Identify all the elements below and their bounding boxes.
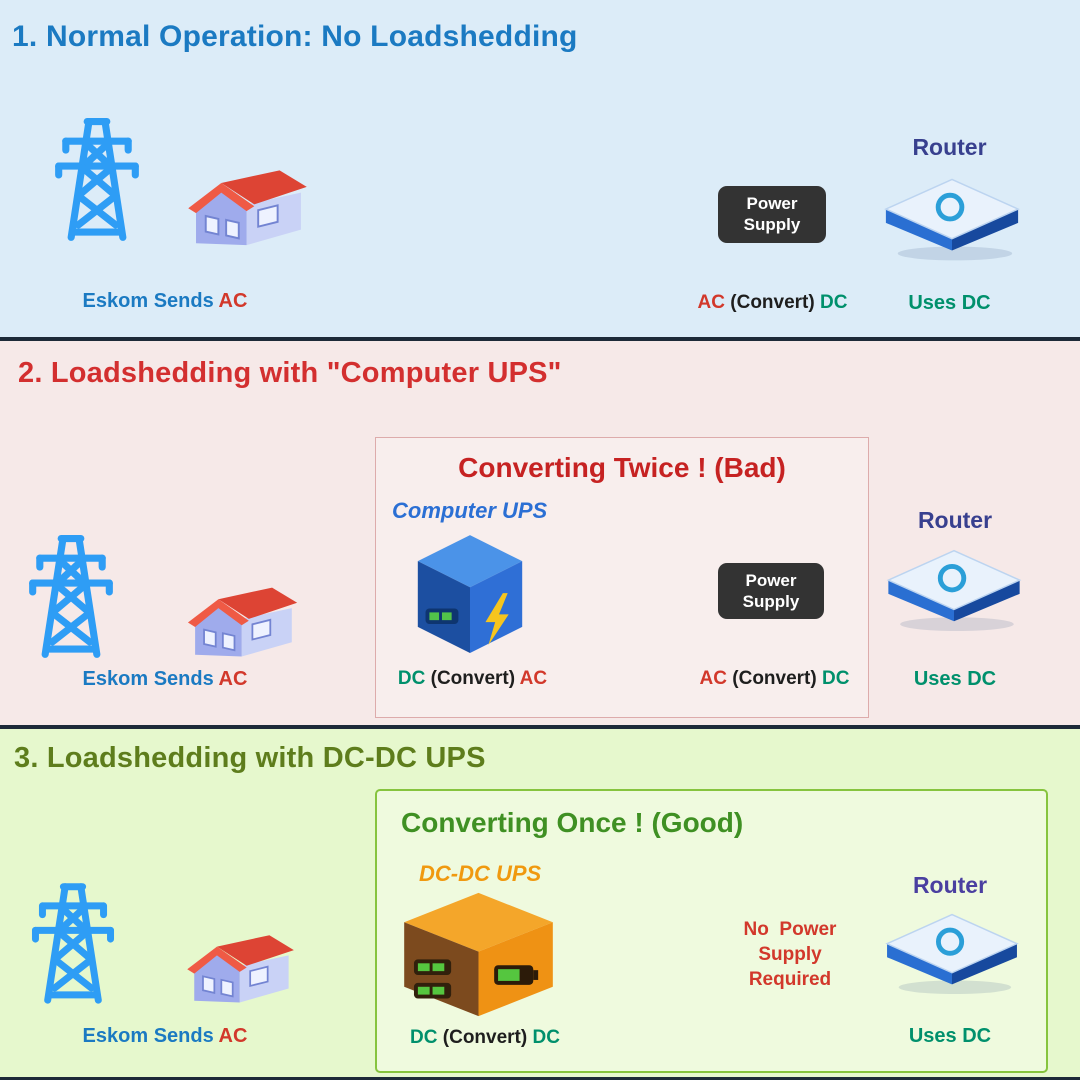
eskom-ac: AC xyxy=(218,290,248,312)
dcdc-ups-label: DC-DC UPS xyxy=(419,861,542,886)
no-power-supply-line2: Supply xyxy=(758,944,822,965)
power-supply-line2: Supply xyxy=(742,592,800,611)
dcdc-ups-icon xyxy=(398,889,560,1021)
power-supply-box: Power Supply xyxy=(718,186,826,243)
router-label: Router xyxy=(917,507,993,533)
router-icon xyxy=(880,537,1028,633)
house-icon xyxy=(182,567,304,661)
section-normal-operation: 1. Normal Operation: No Loadshedding xyxy=(0,0,1080,341)
ac-convert-dc-label: AC (Convert) DC xyxy=(680,292,865,314)
convert-to: DC xyxy=(822,668,850,689)
convert-from: DC xyxy=(410,1027,438,1048)
section1-title: 1. Normal Operation: No Loadshedding xyxy=(12,20,578,53)
convert-mid: (Convert) xyxy=(442,1027,528,1048)
convert-from: DC xyxy=(397,668,426,689)
convert-from: AC xyxy=(699,668,727,689)
eskom-prefix: Eskom Sends xyxy=(82,668,214,690)
house-icon xyxy=(182,915,300,1007)
eskom-prefix: Eskom Sends xyxy=(82,290,214,312)
uses-dc-label: Uses DC xyxy=(908,292,991,314)
section-computer-ups: 2. Loadshedding with "Computer UPS" Conv… xyxy=(0,341,1080,729)
router-label: Router xyxy=(912,872,988,898)
pylon-icon xyxy=(22,531,120,661)
no-power-supply-label: No Power Supply Required xyxy=(700,917,880,992)
convert-to: DC xyxy=(532,1027,560,1048)
eskom-ac: AC xyxy=(218,668,248,690)
eskom-sends-label: Eskom Sends AC xyxy=(40,1025,290,1048)
router-icon xyxy=(878,165,1026,263)
eskom-sends-label: Eskom Sends AC xyxy=(40,668,290,691)
callout-title: Converting Once ! (Good) xyxy=(401,807,744,838)
ac-convert-dc-label: AC (Convert) DC xyxy=(682,668,867,690)
pylon-icon xyxy=(48,108,146,250)
convert-mid: (Convert) xyxy=(732,668,817,689)
router-icon xyxy=(878,901,1026,996)
computer-ups-icon xyxy=(412,531,528,659)
eskom-sends-label: Eskom Sends AC xyxy=(40,290,290,313)
no-power-supply-line3: Required xyxy=(748,969,832,990)
house-icon xyxy=(182,148,314,250)
convert-to: AC xyxy=(519,668,548,689)
router-label: Router xyxy=(912,134,987,160)
uses-dc-label: Uses DC xyxy=(913,668,997,690)
eskom-ac: AC xyxy=(218,1025,248,1047)
computer-ups-label: Computer UPS xyxy=(392,498,548,523)
convert-to: DC xyxy=(820,292,848,313)
power-supply-line2: Supply xyxy=(743,215,801,234)
power-supply-box: Power Supply xyxy=(718,563,824,619)
section3-title: 3. Loadshedding with DC-DC UPS xyxy=(14,742,486,774)
section2-title: 2. Loadshedding with "Computer UPS" xyxy=(18,357,562,389)
dc-convert-dc-label: DC (Convert) DC xyxy=(390,1027,580,1049)
power-supply-line1: Power xyxy=(745,571,797,590)
pylon-icon xyxy=(25,877,121,1009)
uses-dc-label: Uses DC xyxy=(908,1025,992,1047)
dc-convert-ac-label: DC (Convert) AC xyxy=(385,668,560,690)
convert-from: AC xyxy=(697,292,725,313)
convert-mid: (Convert) xyxy=(730,292,815,313)
callout-title: Converting Twice ! (Bad) xyxy=(458,452,786,483)
no-power-supply-line1: No Power xyxy=(743,919,837,940)
power-supply-line1: Power xyxy=(746,194,798,213)
eskom-prefix: Eskom Sends xyxy=(82,1025,214,1047)
section-dcdc-ups: 3. Loadshedding with DC-DC UPS Convertin… xyxy=(0,729,1080,1080)
convert-mid: (Convert) xyxy=(430,668,516,689)
